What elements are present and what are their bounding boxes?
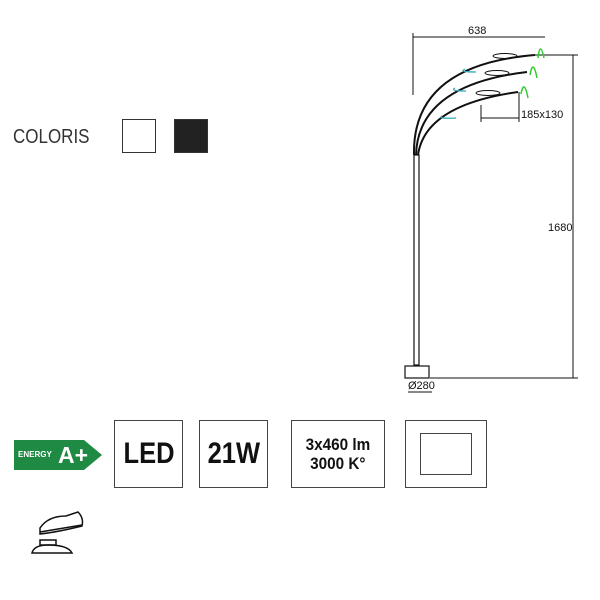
base-diameter-value: Ø280 [408,380,435,392]
energy-label: ENERGY A+ [14,440,102,470]
lumens: 3x460 lm [305,435,371,454]
lamp-pole [413,154,420,366]
energy-class: A+ [58,442,89,468]
power: 21W [207,437,260,470]
square-shape-icon [405,420,487,488]
height-value: 1680 [548,222,573,234]
light-source: LED [123,437,174,470]
color-temperature: 3000 K° [310,454,366,473]
light-source-box: LED [114,420,183,488]
colors-label: COLORIS [13,126,90,148]
energy-text: ENERGY [18,450,52,459]
lamp-base [404,365,430,379]
swatch-white [122,119,156,153]
width-value: 638 [468,25,487,37]
swatch-black [174,119,208,153]
power-box: 21W [199,420,268,488]
head-size-value: 185x130 [521,109,564,121]
foot-switch-icon [31,511,84,554]
lumens-box: 3x460 lm 3000 K° [291,420,385,488]
